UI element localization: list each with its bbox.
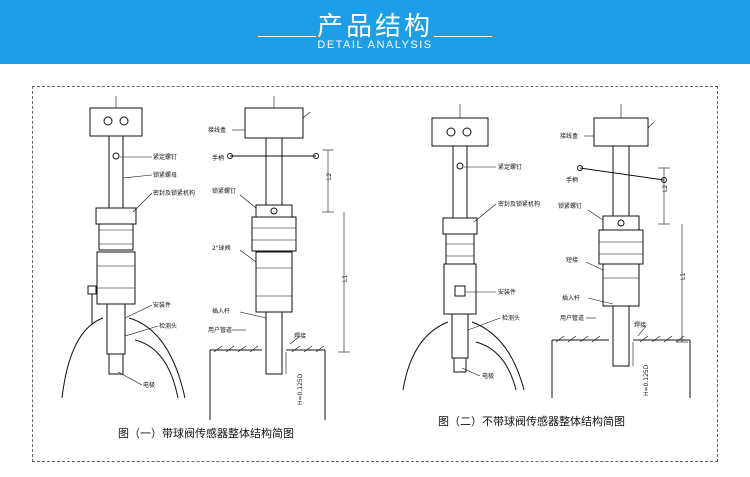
fig2-label-screw: 紧定螺钉 [498,163,522,171]
fig2-label-seal: 密封及锁紧机构 [498,200,540,208]
fig2-label-electrode: 电极 [482,372,494,380]
fig2-sensor-right [551,104,691,398]
fig1-sensor-left [61,96,186,399]
fig1-label-safety: 安装件 [153,301,171,309]
fig1-label-head: 检测头 [159,322,177,330]
fig2-label-insertrod: 插入杆 [562,294,580,302]
banner-divider-left [258,36,316,37]
fig1-label-weld: 焊接 [294,332,306,340]
header-banner [0,0,750,64]
fig1-right-labels: 接线盒 手柄 锁紧螺钉 2"球阀 插入杆 用户管道 焊接 L2 L1 H=0.1… [208,126,350,405]
fig1-label-handle: 手柄 [212,154,224,162]
fig1-left-labels: 紧定螺钉 锁紧螺母 密封及锁紧机构 安装件 检测头 电极 [117,153,195,389]
fig1-sensor-right [209,96,326,420]
fig1-label-insertrod: 插入杆 [212,307,230,315]
fig1-label-locknut: 锁紧螺钉 [212,187,236,195]
diagram-frame [32,86,718,462]
fig2-right-labels: 接线盒 手柄 锁紧螺钉 短接 插入杆 用户管道 焊接 L2 L1 H=0.125… [558,132,688,396]
fig1-label-ballvalve: 2"球阀 [212,244,231,252]
fig2-label-userpipe: 用户管道 [560,314,584,322]
fig2-dim-h: H=0.125D [643,364,650,396]
banner-divider-right [434,36,492,37]
fig2-label-junction: 接线盒 [560,132,578,140]
fig1-caption: 图（一）带球阀传感器整体结构简图 [118,426,294,440]
fig2-label-locknut: 锁紧螺钉 [558,202,582,210]
fig1-label-screw: 紧定螺钉 [153,153,177,161]
fig1-dim-l1: L1 [342,275,349,282]
fig2-label-handle: 手柄 [566,176,578,184]
fig2-dim-l2: L2 [662,185,669,192]
fig1-label-userpipe: 用户管道 [208,326,232,334]
fig2-label-head: 检测头 [502,314,520,322]
fig1-label-nut: 锁紧螺母 [153,171,177,179]
fig1-dim-l2: L2 [326,173,333,180]
fig1-label-electrode: 电极 [143,381,155,389]
fig1-label-junction: 接线盒 [208,126,226,134]
fig1-label-seal: 密封及锁紧机构 [153,189,195,197]
fig2-caption: 图（二）不带球阀传感器整体结构简图 [438,414,625,428]
fig2-label-safety: 安装件 [498,288,516,296]
fig2-dim-l1: L1 [680,273,687,280]
banner-subtitle: DETAIL ANALYSIS [317,39,433,51]
fig2-label-shortpipe: 短接 [566,256,578,264]
fig2-sensor-left [402,104,525,391]
fig2-label-weld: 焊接 [634,321,646,329]
banner-title: 产品结构 [316,12,433,42]
fig1-dim-h: H=0.125D [297,373,304,405]
fig2-left-labels: 紧定螺钉 密封及锁紧机构 安装件 检测头 电极 [461,163,540,380]
